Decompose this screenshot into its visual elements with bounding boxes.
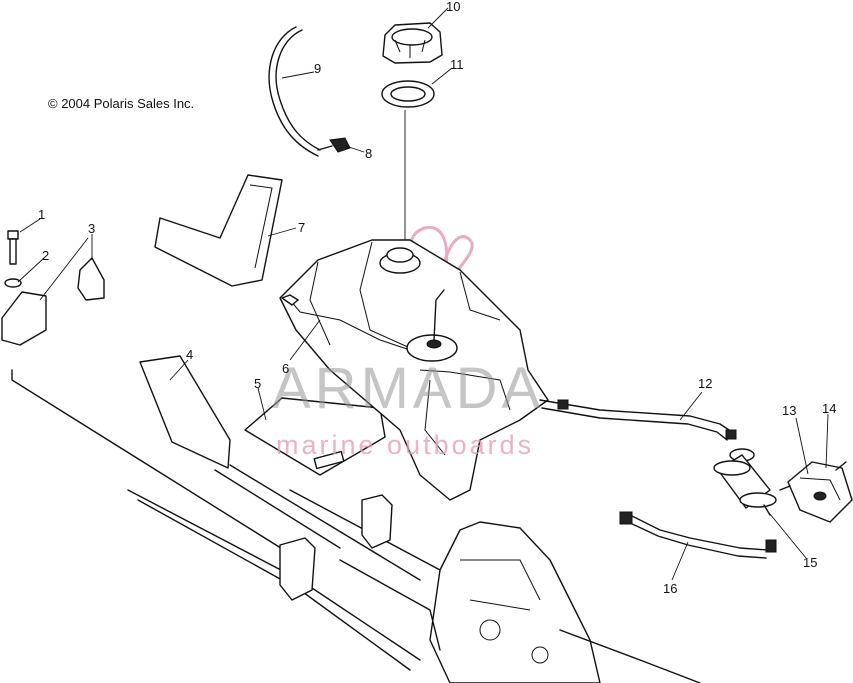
fuel-tank-6 bbox=[279, 239, 549, 501]
callout-3[interactable]: 3 bbox=[88, 221, 96, 236]
frame bbox=[11, 369, 701, 683]
callout-16[interactable]: 16 bbox=[663, 581, 678, 596]
watermark-brand: ARMADA bbox=[272, 356, 545, 421]
callout-4[interactable]: 4 bbox=[186, 347, 194, 362]
watermark-tagline: marine outboards bbox=[276, 430, 535, 460]
callout-5[interactable]: 5 bbox=[254, 376, 262, 391]
callout-7[interactable]: 7 bbox=[298, 220, 306, 235]
callout-8[interactable]: 8 bbox=[365, 146, 373, 161]
gasket-11 bbox=[381, 80, 435, 108]
callout-12[interactable]: 12 bbox=[698, 376, 713, 391]
callout-1[interactable]: 1 bbox=[38, 207, 46, 222]
pad-7 bbox=[154, 174, 283, 287]
fuel-filter-15 bbox=[713, 448, 777, 516]
callout-9[interactable]: 9 bbox=[314, 61, 322, 76]
bolt-1 bbox=[7, 230, 19, 265]
copyright-notice: © 2004 Polaris Sales Inc. bbox=[48, 96, 195, 111]
fuel-line-16 bbox=[619, 511, 777, 559]
washer-2 bbox=[4, 278, 22, 288]
mount-bracket-13-14 bbox=[779, 461, 853, 523]
leader-lines bbox=[17, 7, 829, 581]
callout-15[interactable]: 15 bbox=[803, 555, 818, 570]
callout-14[interactable]: 14 bbox=[822, 401, 837, 416]
pad-5 bbox=[244, 397, 386, 476]
callout-11[interactable]: 11 bbox=[450, 57, 464, 72]
callout-2[interactable]: 2 bbox=[42, 248, 50, 263]
fitting-8 bbox=[317, 137, 351, 153]
bracket bbox=[1, 291, 47, 346]
clip-3 bbox=[77, 257, 105, 301]
pad-4 bbox=[139, 355, 231, 469]
fuel-line-12 bbox=[539, 399, 737, 441]
callout-10[interactable]: 10 bbox=[446, 0, 461, 14]
callout-13[interactable]: 13 bbox=[782, 403, 797, 418]
callout-6[interactable]: 6 bbox=[282, 361, 290, 376]
fuel-cap-10 bbox=[382, 22, 443, 64]
vent-hose-9 bbox=[275, 29, 321, 151]
